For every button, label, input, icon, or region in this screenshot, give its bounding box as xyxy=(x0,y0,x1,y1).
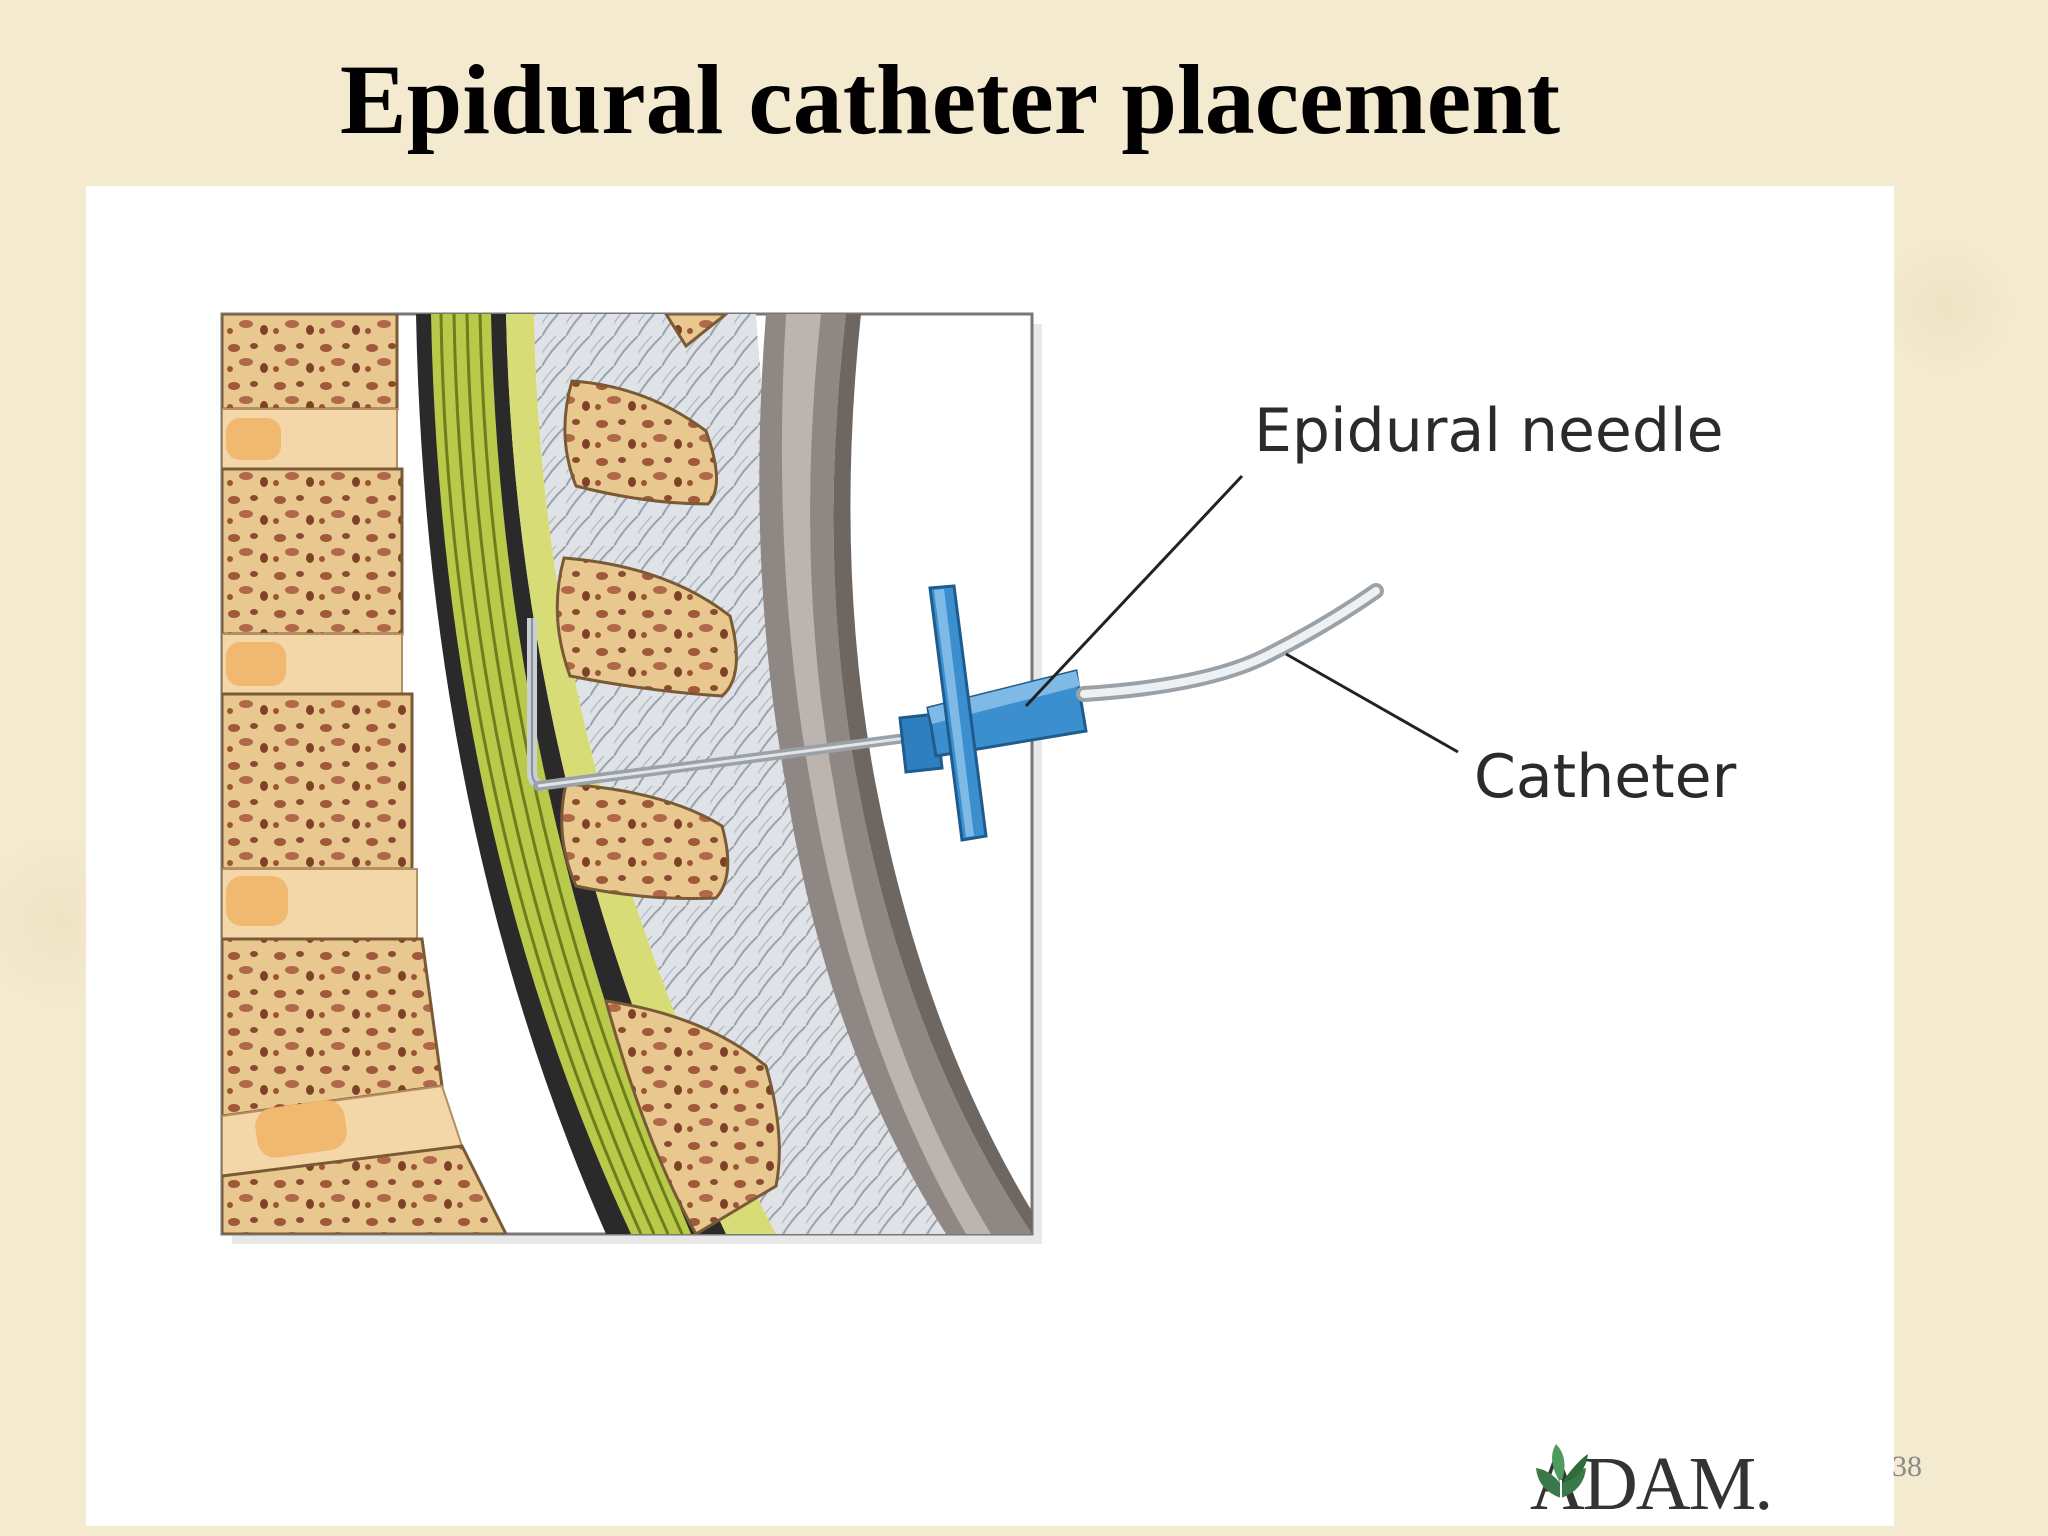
catheter-label: Catheter xyxy=(1474,742,1737,812)
slide-title: Epidural catheter placement xyxy=(339,44,1561,155)
leaf-icon xyxy=(1536,1444,1588,1498)
nerve-roots xyxy=(439,314,684,1234)
catheter-leader-line xyxy=(1285,652,1459,754)
subcutaneous-layer xyxy=(781,314,991,1234)
illustration-panel: Epidural needle Catheter ADAM. xyxy=(86,186,1894,1526)
supraspinous-ligament xyxy=(759,314,1032,1234)
skin-layer xyxy=(833,314,1032,1234)
needle-hub xyxy=(898,584,1088,842)
spinous-processes xyxy=(555,314,781,1234)
catheter-tube xyxy=(1076,583,1384,702)
spine-illustration xyxy=(220,312,1459,1244)
slide-number: 38 xyxy=(1892,1450,1922,1483)
needle-label: Epidural needle xyxy=(1254,396,1724,466)
adam-logo: ADAM. xyxy=(1530,1440,1773,1524)
vertebral-bodies xyxy=(222,314,508,1234)
needle-leader-line xyxy=(1024,474,1244,708)
epidural-space xyxy=(506,314,776,1234)
